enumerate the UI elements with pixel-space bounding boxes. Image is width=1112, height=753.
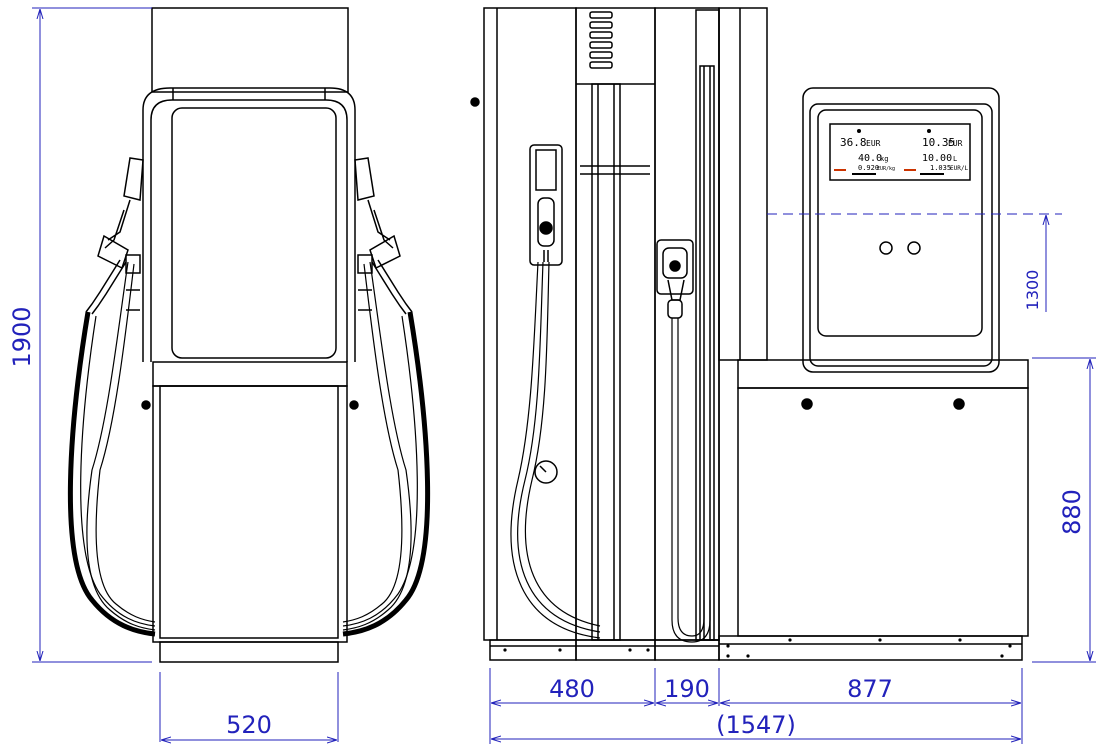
- button-left[interactable]: [879, 241, 893, 255]
- display-cabinet: [802, 87, 1000, 373]
- lcd-amount-right-unit: EUR: [948, 139, 963, 148]
- dimension-labels: 1900 520 1300 880 480 190 877 (1547): [8, 270, 1086, 739]
- side-right-hose: [671, 318, 711, 643]
- dim-front-height: 1900: [8, 306, 36, 367]
- lcd-amount-left-unit: EUR: [866, 139, 881, 148]
- dim-front-width: 520: [226, 711, 272, 739]
- side-left-column: [483, 7, 577, 641]
- lcd-price-right-unit: EUR/L: [950, 165, 968, 172]
- lcd-amount-right: 10.35: [922, 136, 955, 149]
- front-right-nozzle: [354, 157, 413, 315]
- front-top-housing: [151, 7, 349, 93]
- dim-width-b: 190: [664, 675, 710, 703]
- lcd-price-left: 0.920: [858, 164, 879, 172]
- front-hood: [142, 87, 356, 362]
- lcd-volume-right-unit: L: [953, 155, 957, 163]
- lcd-screen: [829, 123, 971, 181]
- front-left-hose: [67, 311, 156, 637]
- lcd-content: 36.8 EUR 10.35 EUR 40.0 kg 10.00 L 0.920…: [834, 129, 968, 175]
- lcd-volume-left: 40.0: [858, 153, 882, 164]
- front-view: [67, 7, 431, 663]
- dim-width-a: 480: [549, 675, 595, 703]
- lcd-price-left-unit: EUR/kg: [877, 166, 895, 172]
- front-left-nozzle: [85, 157, 144, 315]
- side-center-column: [575, 7, 656, 641]
- dimension-lines: [32, 7, 1096, 744]
- side-vent-grille: [589, 11, 613, 69]
- front-panel: [171, 107, 337, 359]
- lcd-amount-left: 36.8: [840, 136, 867, 149]
- front-base: [159, 641, 339, 663]
- front-body: [152, 361, 348, 387]
- side-right-nozzle: [656, 239, 694, 319]
- dim-total-width: (1547): [716, 711, 796, 739]
- side-left-hose: [517, 261, 601, 633]
- lcd-price-right: 1.035: [930, 164, 951, 172]
- side-pressure-gauge: [534, 460, 558, 484]
- dim-base-height: 880: [1058, 489, 1086, 535]
- side-left-nozzle: [529, 144, 563, 266]
- dim-width-c: 877: [847, 675, 893, 703]
- dim-display-height: 1300: [1023, 270, 1042, 311]
- side-view: [470, 7, 1029, 661]
- lcd-volume-right: 10.00: [922, 153, 952, 164]
- front-right-hose: [342, 311, 431, 637]
- button-right[interactable]: [907, 241, 921, 255]
- side-tower: [718, 7, 768, 361]
- base-cabinet: [737, 359, 1029, 389]
- lcd-volume-left-unit: kg: [880, 155, 888, 163]
